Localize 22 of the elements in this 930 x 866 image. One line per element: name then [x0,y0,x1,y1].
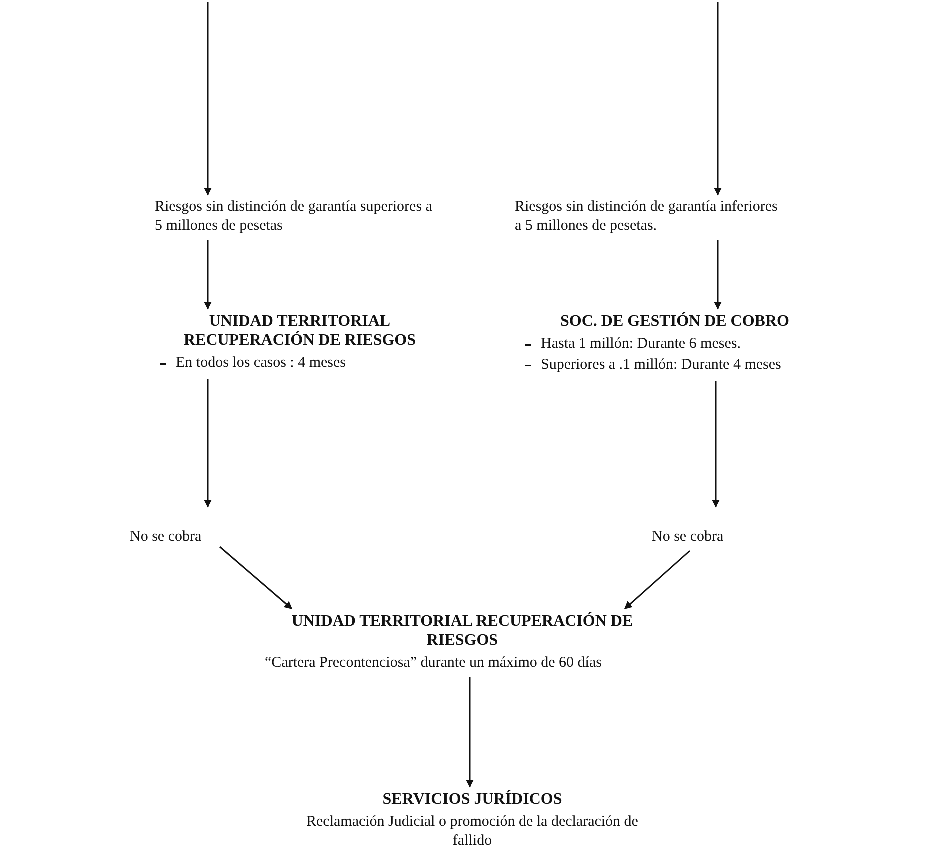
arrow [204,240,212,310]
unit-heading: SOC. DE GESTIÓN DE COBRO [560,312,790,332]
unit-heading: SERVICIOS JURÍDICOS [382,790,564,810]
arrow [624,550,690,610]
unit-heading: UNIDAD TERRITORIAL RECUPERACIÓN DE RIESGOS [290,612,634,650]
unit-heading: UNIDAD TERRITORIAL RECUPERACIÓN DE RIESGOS [182,312,418,350]
arrow [714,240,722,310]
flow-text: Riesgos sin distinción de garantía superiores a 5 millones de pesetas [155,198,434,236]
description-text: “Cartera Precontenciosa” durante un máximo de 60 días [265,654,603,674]
arrow [466,677,474,788]
list-item-text: Superiores a .1 millón: Durante 4 meses [541,356,782,375]
arrow [204,2,212,196]
flow-text: No se cobra [652,528,725,547]
list-item-text: Hasta 1 millón: Durante 6 meses. [541,335,741,354]
arrow [712,381,720,508]
list-item-text: En todos los casos : 4 meses [176,354,346,374]
flow-text: No se cobra [130,528,203,547]
arrow [204,379,212,508]
description-text: Reclamación Judicial o promoción de la declaración de fallido [306,813,640,851]
arrow [714,2,722,196]
arrow [220,546,293,610]
flow-text: Riesgos sin distinción de garantía inferiores a 5 millones de pesetas. [515,198,779,236]
